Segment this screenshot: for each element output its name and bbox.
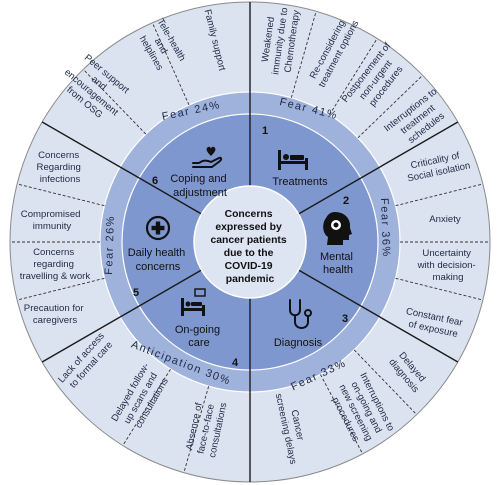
head-virus-icon: [323, 212, 352, 245]
item-dividers: [10, 11, 490, 473]
theme-coping: 6 Coping and adjustment: [152, 146, 229, 199]
fear-label-daily-health: Fear 26%: [103, 215, 117, 275]
center-circle: [193, 185, 307, 299]
theme-number-5: 5: [133, 287, 139, 299]
theme-label-coping: Coping and adjustment: [170, 173, 229, 199]
center-line-1: Concerns: [225, 209, 273, 220]
item-precaution-caregivers: Precaution for caregivers: [24, 303, 86, 326]
theme-label-ongoing-care: On-going care: [175, 324, 223, 349]
theme-divider-line: [298, 121, 459, 215]
fear-label-mental-health: Fear 36%: [378, 198, 392, 258]
theme-treatments: 1 Treatments: [262, 125, 328, 188]
center-line-3: cancer patients: [210, 235, 286, 246]
theme-dividers: [41, 2, 459, 482]
item-compromised-immunity: Compromised immunity: [21, 209, 83, 232]
item-travelling-work: Concerns regarding travelling & work: [20, 247, 91, 282]
hospital-bed-monitor-icon: [181, 288, 206, 316]
center-line-6: pandemic: [226, 274, 275, 285]
item-divider-line: [353, 349, 418, 415]
theme-number-2: 2: [343, 195, 349, 207]
item-divider-line: [329, 38, 378, 116]
theme-label-treatments: Treatments: [272, 176, 328, 188]
theme-label-mental-health: Mental health: [320, 251, 356, 276]
center-line-2: expressed by: [215, 222, 282, 233]
theme-divider-line: [41, 121, 202, 215]
theme-ongoing-care: 4 On-going care: [175, 288, 239, 369]
item-uncertainty: Uncertainty with decision- making: [417, 248, 479, 283]
item-divider-line: [122, 368, 171, 446]
item-divider-line: [151, 22, 190, 106]
theme-number-6: 6: [152, 175, 158, 187]
item-divider-line: [82, 69, 147, 135]
theme-daily-health: 5 Daily health concerns: [128, 215, 189, 299]
theme-divider-line: [41, 269, 202, 363]
item-divider-line: [17, 183, 105, 207]
center-line-4: due to the: [224, 248, 274, 259]
theme-divider-line: [298, 269, 459, 363]
theme-mental-health: 2 Mental health: [320, 195, 356, 276]
center-title: Concerns expressed by cancer patients du…: [210, 209, 289, 285]
item-divider-line: [395, 183, 483, 207]
caring-hand-icon: [192, 146, 223, 168]
theme-label-daily-health: Daily health concerns: [128, 247, 189, 273]
theme-label-diagnosis: Diagnosis: [274, 337, 323, 349]
medical-cross-icon: [145, 215, 171, 241]
item-divider-line: [357, 74, 423, 139]
item-infections: Concerns Regarding infections: [37, 150, 84, 185]
item-divider-line: [17, 277, 105, 301]
theme-number-3: 3: [342, 313, 348, 325]
item-divider-line: [395, 277, 483, 301]
item-divider-line: [320, 374, 364, 455]
theme-diagnosis: 3 Diagnosis: [274, 299, 348, 349]
center-line-5: COVID-19: [225, 261, 273, 272]
item-anxiety: Anxiety: [429, 214, 461, 225]
item-divider-line: [183, 386, 210, 473]
theme-number-1: 1: [262, 125, 268, 137]
theme-number-4: 4: [232, 357, 239, 369]
hospital-bed-icon: [278, 150, 308, 170]
stethoscope-icon: [289, 299, 312, 329]
